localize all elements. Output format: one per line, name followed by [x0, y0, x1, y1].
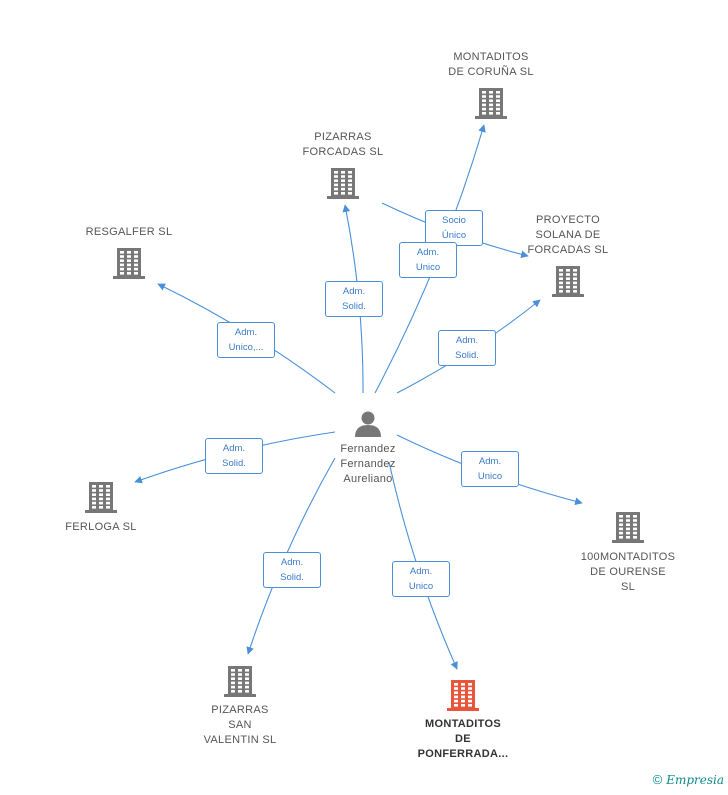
relation-label[interactable]: Adm. Unico [399, 242, 457, 278]
building-icon[interactable] [552, 266, 584, 297]
company-name[interactable]: PROYECTO SOLANA DE FORCADAS SL [493, 213, 643, 258]
company-name-line: VALENTIN SL [203, 734, 277, 746]
company-name-line: DE CORUÑA SL [448, 66, 534, 78]
relation-label[interactable]: Adm. Unico [392, 561, 450, 597]
person-name-line: Fernandez [340, 443, 396, 455]
company-name-line: MONTADITOS [425, 718, 501, 730]
company-name-line: PIZARRAS [314, 131, 372, 143]
relation-label[interactable]: Adm. Solid. [263, 552, 321, 588]
company-name-line: 100MONTADITOS [580, 551, 676, 563]
company-name-line: DE OURENSE [590, 566, 666, 578]
building-icon[interactable] [612, 512, 644, 543]
company-name[interactable]: MONTADITOS DE PONFERRADA... [388, 717, 538, 762]
company-name[interactable]: RESGALFER SL [54, 225, 204, 240]
relation-label-line: Solid. [222, 458, 246, 469]
building-icon[interactable] [113, 248, 145, 279]
person-icon[interactable] [355, 411, 381, 438]
person-name-line: Aureliano [343, 473, 393, 485]
relation-label[interactable]: Adm. Solid. [325, 281, 383, 317]
relation-label-line: Adm. [234, 327, 258, 338]
relation-label-line: Solid. [280, 572, 304, 583]
company-name-line: PIZARRAS [211, 704, 269, 716]
relation-label[interactable]: Adm. Solid. [438, 330, 496, 366]
building-icon[interactable] [327, 168, 359, 199]
relation-label-line: Solid. [342, 301, 366, 312]
relation-label-line: Adm. [342, 286, 366, 297]
company-name-line: RESGALFER SL [85, 226, 173, 238]
brand-logo: Empresia [666, 773, 724, 787]
relation-label-line: Unico [477, 471, 503, 482]
building-icon[interactable] [447, 680, 479, 711]
building-icon[interactable] [475, 88, 507, 119]
building-icon[interactable] [224, 666, 256, 697]
copyright-symbol: © [652, 772, 663, 787]
company-name-line: DE [455, 733, 471, 745]
company-name-line: MONTADITOS [453, 51, 529, 63]
relation-label[interactable]: Adm. Solid. [205, 438, 263, 474]
footer-brand[interactable]: ©Empresia [653, 772, 724, 787]
company-name[interactable]: 100MONTADITOS DE OURENSE SL [553, 550, 703, 595]
company-name-line: SOLANA DE [535, 229, 601, 241]
company-name[interactable]: PIZARRAS FORCADAS SL [268, 130, 418, 160]
building-icon[interactable] [85, 482, 117, 513]
relation-label-line: Adm. [280, 557, 304, 568]
relation-label-line: Solid. [455, 350, 479, 361]
relation-label-line: Socio [442, 215, 466, 226]
company-name[interactable]: MONTADITOS DE CORUÑA SL [416, 50, 566, 80]
relation-label-line: Adm. [222, 443, 246, 454]
company-name-line: PONFERRADA... [417, 748, 509, 760]
person-name-line: Fernandez [340, 458, 396, 470]
relation-label-line: Adm. [416, 247, 440, 258]
company-name-line: FORCADAS SL [527, 244, 609, 256]
company-name[interactable]: PIZARRAS SAN VALENTIN SL [165, 703, 315, 748]
relation-label-line: Adm. [455, 335, 479, 346]
company-name-line: PROYECTO [536, 214, 600, 226]
company-name[interactable]: FERLOGA SL [26, 520, 176, 535]
company-name-line: SL [620, 581, 636, 593]
relation-label-line: Unico [408, 581, 434, 592]
company-name-line: SAN [228, 719, 252, 731]
relation-label-line: Unico [415, 262, 441, 273]
relation-label-line: Adm. [478, 456, 502, 467]
company-name-line: FERLOGA SL [65, 521, 137, 533]
relation-label[interactable]: Adm. Unico,... [217, 322, 275, 358]
relation-label[interactable]: Adm. Unico [461, 451, 519, 487]
relation-label-line: Único [441, 230, 467, 241]
relation-label-line: Unico,... [228, 342, 264, 353]
company-name-line: FORCADAS SL [302, 146, 384, 158]
relation-label-line: Adm. [409, 566, 433, 577]
